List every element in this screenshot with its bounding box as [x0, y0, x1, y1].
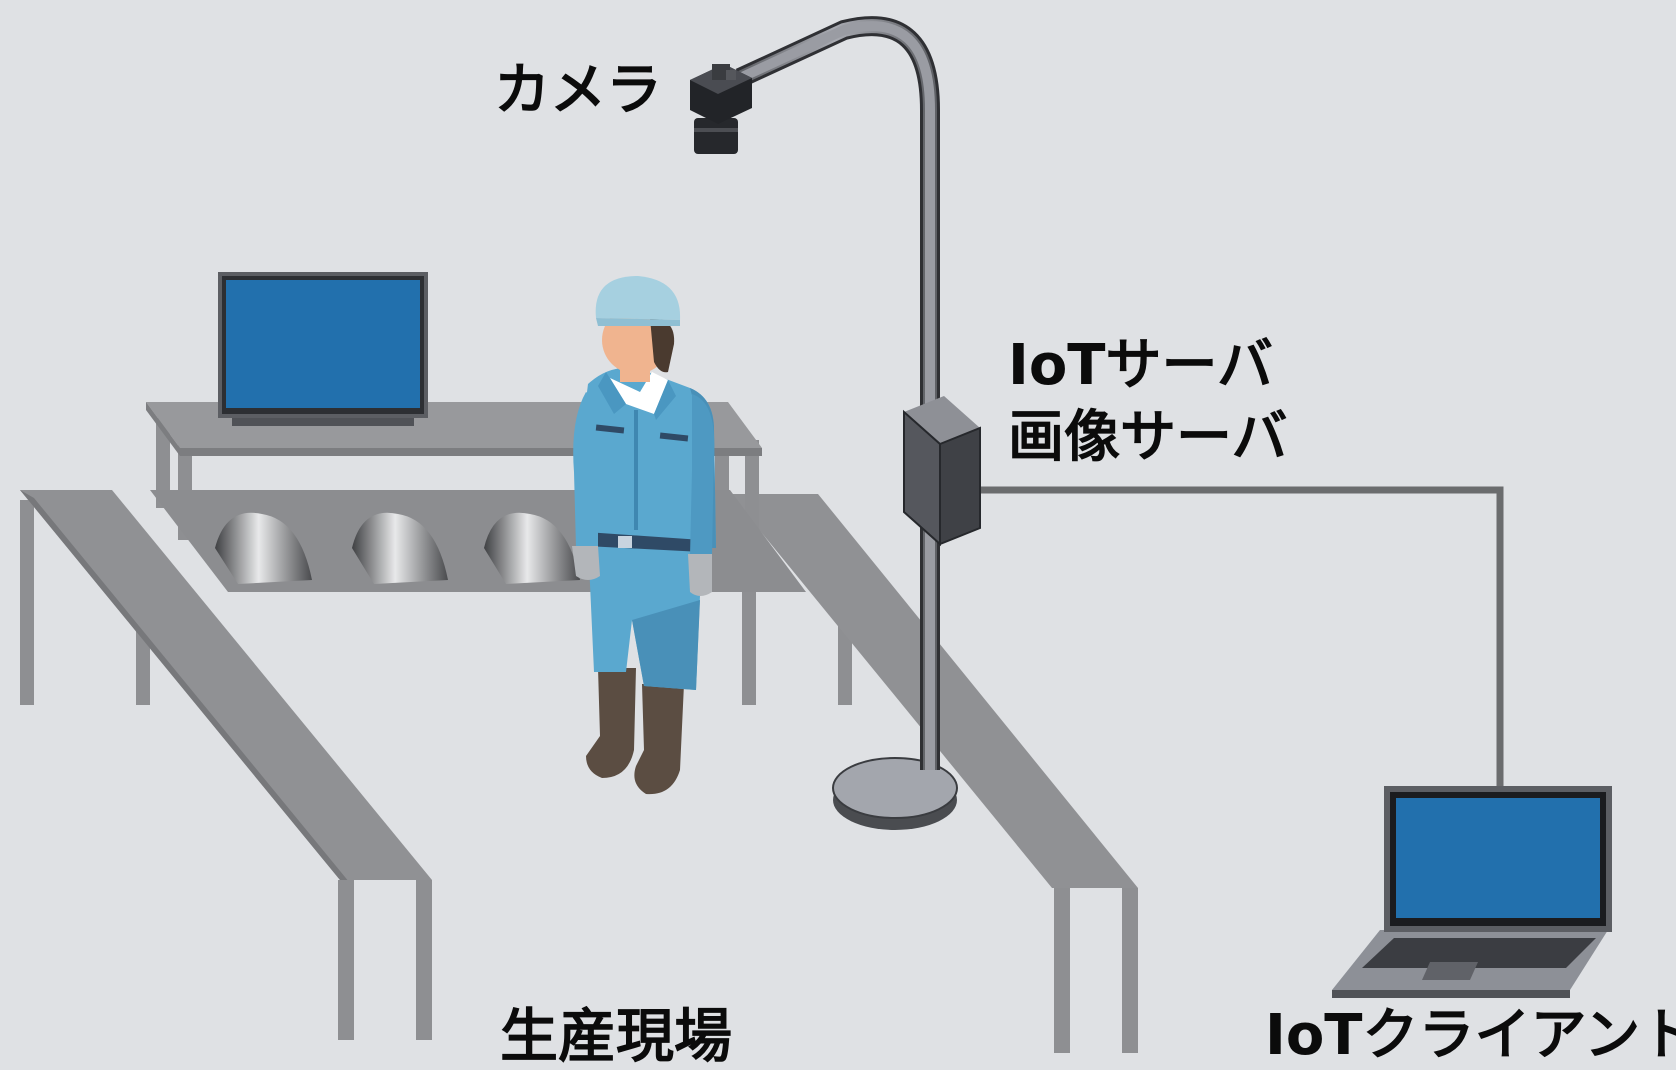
- worker-icon: [572, 276, 716, 795]
- iot-client-label: IoTクライアント: [1265, 1003, 1676, 1068]
- server-box-icon: [903, 396, 981, 547]
- server-label-line2: 画像サーバ: [1008, 405, 1288, 470]
- laptop-icon: [1332, 786, 1612, 998]
- camera-stand: [735, 16, 958, 830]
- camera-label: カメラ: [494, 58, 662, 123]
- monitor-icon: [218, 272, 428, 426]
- camera-icon: [690, 64, 752, 154]
- conveyor-left: [20, 490, 432, 1040]
- network-cable: [978, 486, 1504, 790]
- production-site-label: 生産現場: [500, 1002, 733, 1070]
- server-label: IoTサーバ 画像サーバ: [1008, 330, 1287, 474]
- server-label-line1: IoTサーバ: [1008, 333, 1273, 398]
